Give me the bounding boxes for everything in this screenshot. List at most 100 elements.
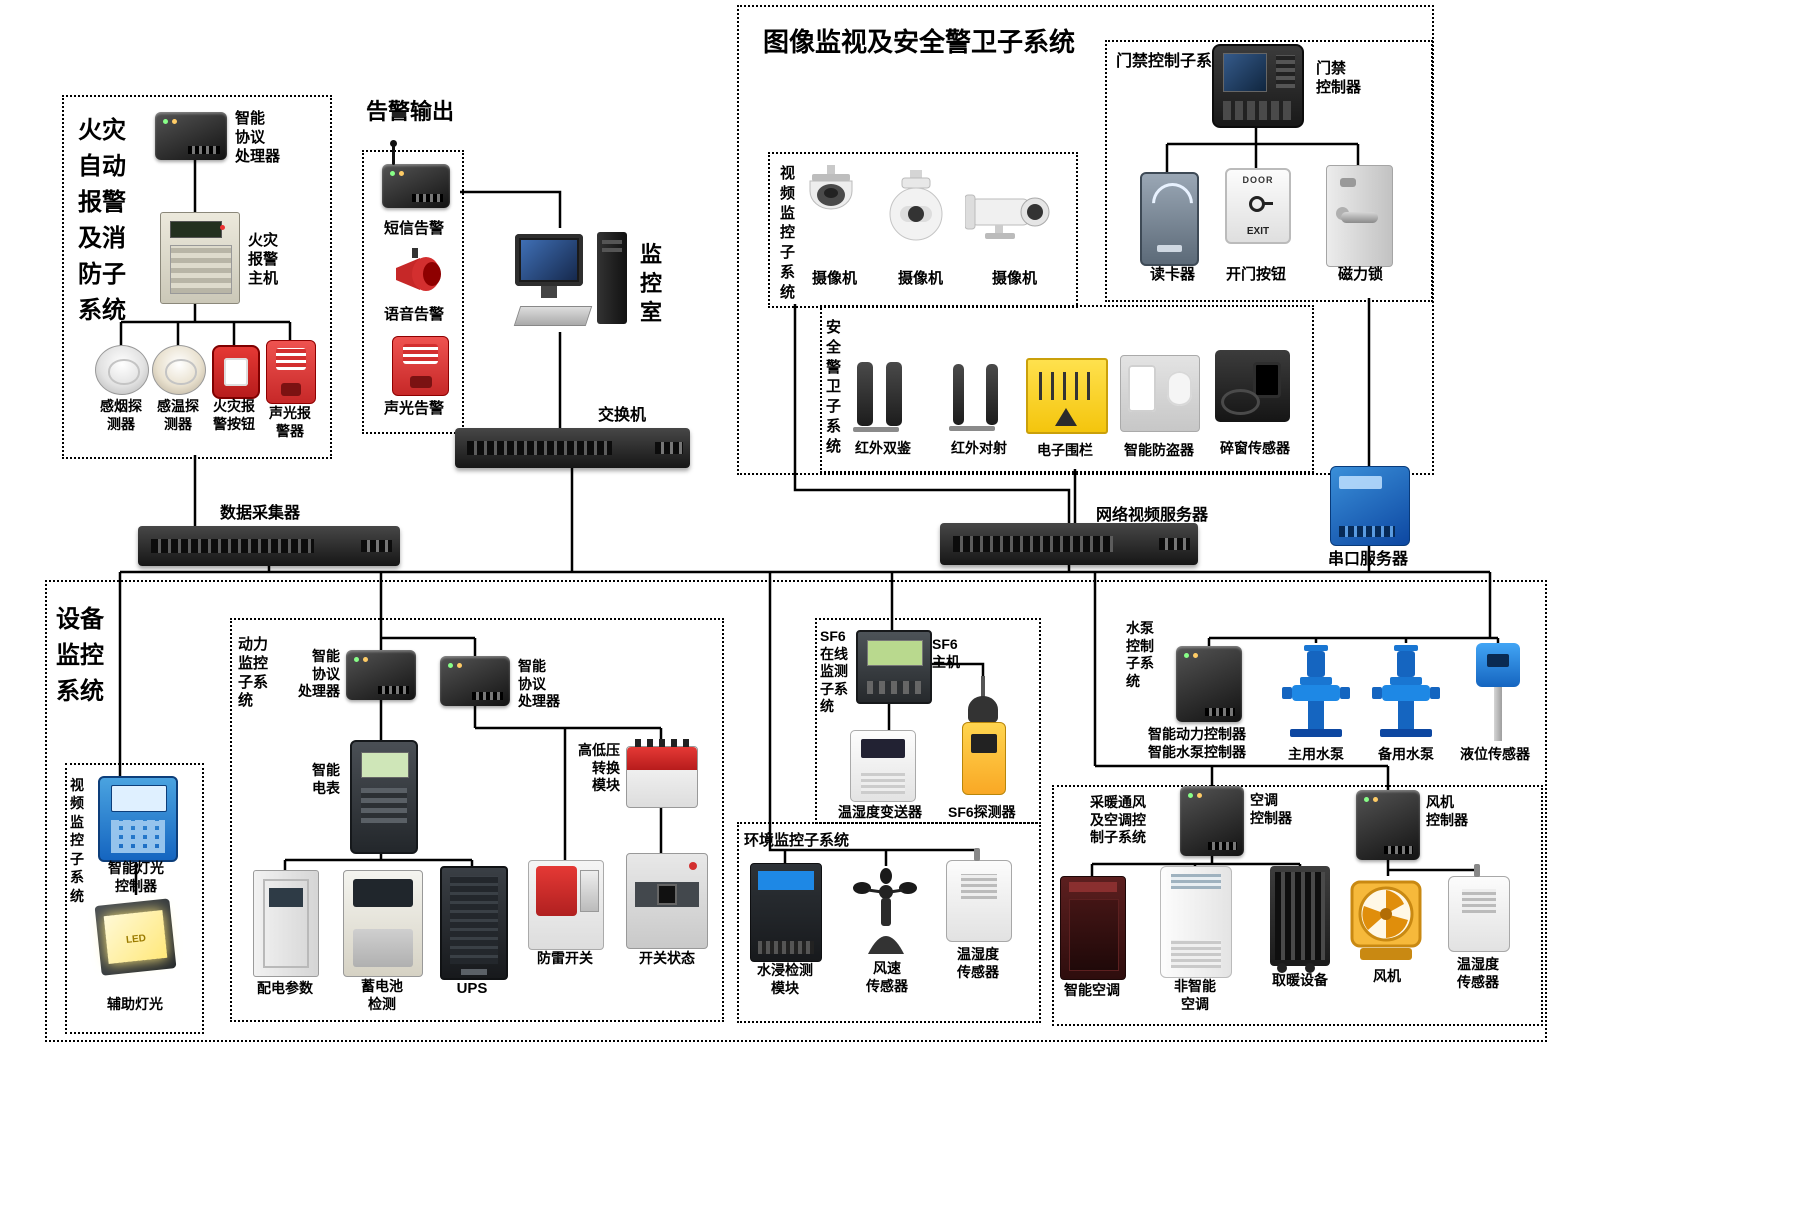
cap-part bbox=[1475, 643, 1521, 688]
sf6-host-label: SF6 主机 bbox=[932, 636, 960, 670]
sf6-host-icon bbox=[856, 630, 932, 704]
ptz-camera-icon bbox=[880, 170, 952, 250]
led-floodlight-icon: LED bbox=[94, 895, 178, 987]
pole-part bbox=[980, 676, 986, 701]
dome-camera-icon bbox=[800, 165, 862, 240]
antenna-part bbox=[390, 140, 397, 165]
plain-ac-label: 非智能 空调 bbox=[1174, 978, 1216, 1012]
protocol-processor-label: 智能 协议 处理器 bbox=[235, 110, 281, 165]
sf6-detector-icon bbox=[953, 676, 1013, 800]
keypad-part bbox=[1222, 101, 1292, 121]
ups-icon bbox=[440, 866, 508, 980]
smoke-detector-label: 感烟探 测器 bbox=[100, 398, 142, 432]
pump-controller-icon bbox=[1176, 646, 1242, 722]
body-part bbox=[962, 721, 1006, 795]
backup-pump-icon bbox=[1370, 643, 1442, 741]
burglar-alarm-label: 智能防盗器 bbox=[1124, 442, 1194, 458]
surveillance-title: 图像监视及安全警卫子系统 bbox=[763, 27, 1076, 57]
switch-icon bbox=[455, 428, 690, 468]
burglar-alarm-icon bbox=[1120, 355, 1200, 432]
power-sub-box bbox=[230, 618, 724, 1022]
power-processor2-icon bbox=[440, 656, 510, 706]
door-open-button-icon: DOOR EXIT bbox=[1225, 168, 1291, 244]
plain-ac-icon bbox=[1160, 866, 1232, 978]
smart-meter-label: 智能 电表 bbox=[312, 762, 340, 796]
window-break-sensor-icon bbox=[1215, 350, 1290, 422]
th-transmitter-label: 温湿度变送器 bbox=[838, 804, 922, 820]
fan-label: 风机 bbox=[1373, 968, 1401, 984]
wind-sensor-label: 风速 传感器 bbox=[866, 960, 908, 994]
hvac-th-sensor-icon bbox=[1448, 864, 1510, 952]
smart-ac-icon bbox=[1060, 876, 1126, 980]
ac-controller-label: 空调 控制器 bbox=[1250, 792, 1292, 826]
sms-alarm-icon bbox=[382, 140, 450, 208]
access-sub-title: 门禁控制子系统 bbox=[1116, 53, 1229, 70]
ir-dual-detector-icon bbox=[852, 352, 914, 434]
surge-arrester-icon bbox=[528, 860, 604, 950]
access-controller-icon bbox=[1212, 44, 1304, 128]
aux-light-label: 辅助灯光 bbox=[107, 996, 163, 1012]
door-open-button-label: 开门按钮 bbox=[1226, 266, 1287, 283]
network-video-server-icon bbox=[940, 523, 1198, 565]
hv-lv-module-label: 高低压 转换 模块 bbox=[578, 742, 620, 793]
key-icon bbox=[1248, 195, 1273, 212]
th-sensor-label: 温湿度 传感器 bbox=[957, 946, 999, 980]
breaker-icon bbox=[626, 853, 708, 949]
equipment-system-title: 设备 监控 系统 bbox=[56, 606, 104, 705]
pump-controller-label: 智能动力控制器 智能水泵控制器 bbox=[1148, 726, 1246, 760]
surge-arrester-label: 防雷开关 bbox=[537, 950, 593, 966]
level-sensor-icon bbox=[1466, 643, 1530, 741]
access-sub-box bbox=[1105, 40, 1433, 302]
th-transmitter-icon bbox=[850, 730, 916, 802]
heat-detector-label: 感温探 测器 bbox=[157, 398, 199, 432]
camera3-label: 摄像机 bbox=[992, 270, 1038, 287]
video2-sub-box bbox=[65, 763, 204, 1034]
surveillance-box bbox=[737, 5, 1434, 475]
bullet-camera-icon bbox=[965, 185, 1053, 243]
serial-server-label: 串口服务器 bbox=[1328, 551, 1409, 568]
sound-light-alarm-label: 声光告警 bbox=[383, 400, 444, 417]
water-leak-label: 水浸检测 模块 bbox=[757, 962, 813, 996]
fire-system-box bbox=[62, 95, 332, 459]
video2-sub-title: 视 频 监 控 子 系 统 bbox=[70, 777, 84, 904]
ir-beam-label: 红外对射 bbox=[951, 440, 1007, 456]
monitor-room-label: 监 控 室 bbox=[640, 242, 663, 326]
base-part bbox=[949, 426, 996, 432]
voice-alarm-label: 语音告警 bbox=[383, 306, 444, 323]
smart-meter-icon bbox=[350, 740, 418, 854]
fire-host-label: 火灾 报警 主机 bbox=[248, 232, 279, 287]
warning-triangle-part bbox=[1054, 408, 1077, 427]
distribution-cabinet-icon bbox=[253, 870, 319, 977]
camera2-label: 摄像机 bbox=[898, 270, 944, 287]
power-processor1-label: 智能 协议 处理器 bbox=[298, 648, 340, 699]
head-part bbox=[968, 695, 998, 724]
guard-sub-box bbox=[820, 305, 1314, 473]
card-reader-icon bbox=[1140, 172, 1199, 266]
distribution-params-label: 配电参数 bbox=[257, 980, 313, 996]
battery-tester-icon bbox=[343, 870, 423, 977]
light-controller-icon bbox=[98, 776, 178, 862]
electric-fence-label: 电子围栏 bbox=[1037, 442, 1093, 458]
industrial-fan-icon bbox=[1346, 876, 1426, 966]
switch-label: 交换机 bbox=[598, 407, 647, 424]
smart-ac-label: 智能空调 bbox=[1064, 982, 1120, 998]
env-sub-box bbox=[737, 822, 1041, 1023]
network-video-server-label: 网络视频服务器 bbox=[1096, 507, 1209, 524]
handle-hub-part bbox=[1336, 207, 1350, 220]
ir-beam-detector-icon bbox=[948, 355, 1010, 433]
access-controller-label: 门禁 控制器 bbox=[1316, 60, 1362, 96]
sms-alarm-label: 短信告警 bbox=[383, 220, 444, 237]
battery-test-label: 蓄电池 检测 bbox=[361, 978, 403, 1012]
hv-lv-module-icon bbox=[626, 739, 698, 808]
water-leak-module-icon bbox=[750, 863, 822, 962]
guard-sub-title: 安 全 警 卫 子 系 统 bbox=[826, 319, 842, 455]
wind-sensor-icon bbox=[848, 866, 924, 956]
env-sub-title: 环境监控子系统 bbox=[744, 832, 850, 849]
hvac-sub-box bbox=[1052, 785, 1543, 1026]
data-collector-icon bbox=[138, 526, 400, 566]
power-processor1-icon bbox=[346, 650, 416, 700]
fire-system-title: 火灾 自动 报警 及消 防子 系统 bbox=[78, 117, 126, 324]
light-controller-label: 智能灯光 控制器 bbox=[108, 860, 164, 894]
heater-label: 取暖设备 bbox=[1272, 972, 1328, 988]
data-collector-label: 数据采集器 bbox=[220, 505, 301, 522]
